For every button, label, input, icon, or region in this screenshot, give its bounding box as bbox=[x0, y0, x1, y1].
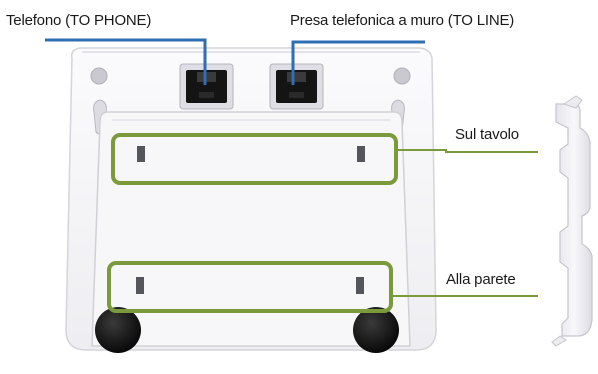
screw-hole-left bbox=[90, 67, 108, 85]
highlight-wall bbox=[107, 261, 393, 313]
notch-table-right bbox=[357, 146, 365, 162]
leader-phone bbox=[45, 38, 207, 85]
rubber-foot-right bbox=[353, 307, 399, 353]
label-to-phone: Telefono (TO PHONE) bbox=[6, 12, 152, 29]
notch-table-left bbox=[137, 146, 145, 162]
stand-side-clip-bottom bbox=[551, 335, 567, 347]
highlight-table bbox=[111, 133, 398, 185]
stand-side-clip-top bbox=[562, 95, 583, 109]
label-to-line: Presa telefonica a muro (TO LINE) bbox=[290, 12, 515, 29]
leader-table bbox=[396, 149, 538, 153]
stand-plate bbox=[91, 111, 411, 347]
stand-side-profile bbox=[555, 103, 593, 337]
rubber-foot-left bbox=[95, 307, 141, 353]
leader-line bbox=[291, 40, 425, 85]
screw-hole-right bbox=[393, 67, 411, 85]
notch-wall-right bbox=[356, 277, 364, 294]
jack-to-line bbox=[269, 63, 324, 110]
notch-wall-left bbox=[136, 277, 144, 294]
label-on-wall: Alla parete bbox=[446, 271, 516, 288]
label-on-table: Sul tavolo bbox=[455, 126, 519, 143]
